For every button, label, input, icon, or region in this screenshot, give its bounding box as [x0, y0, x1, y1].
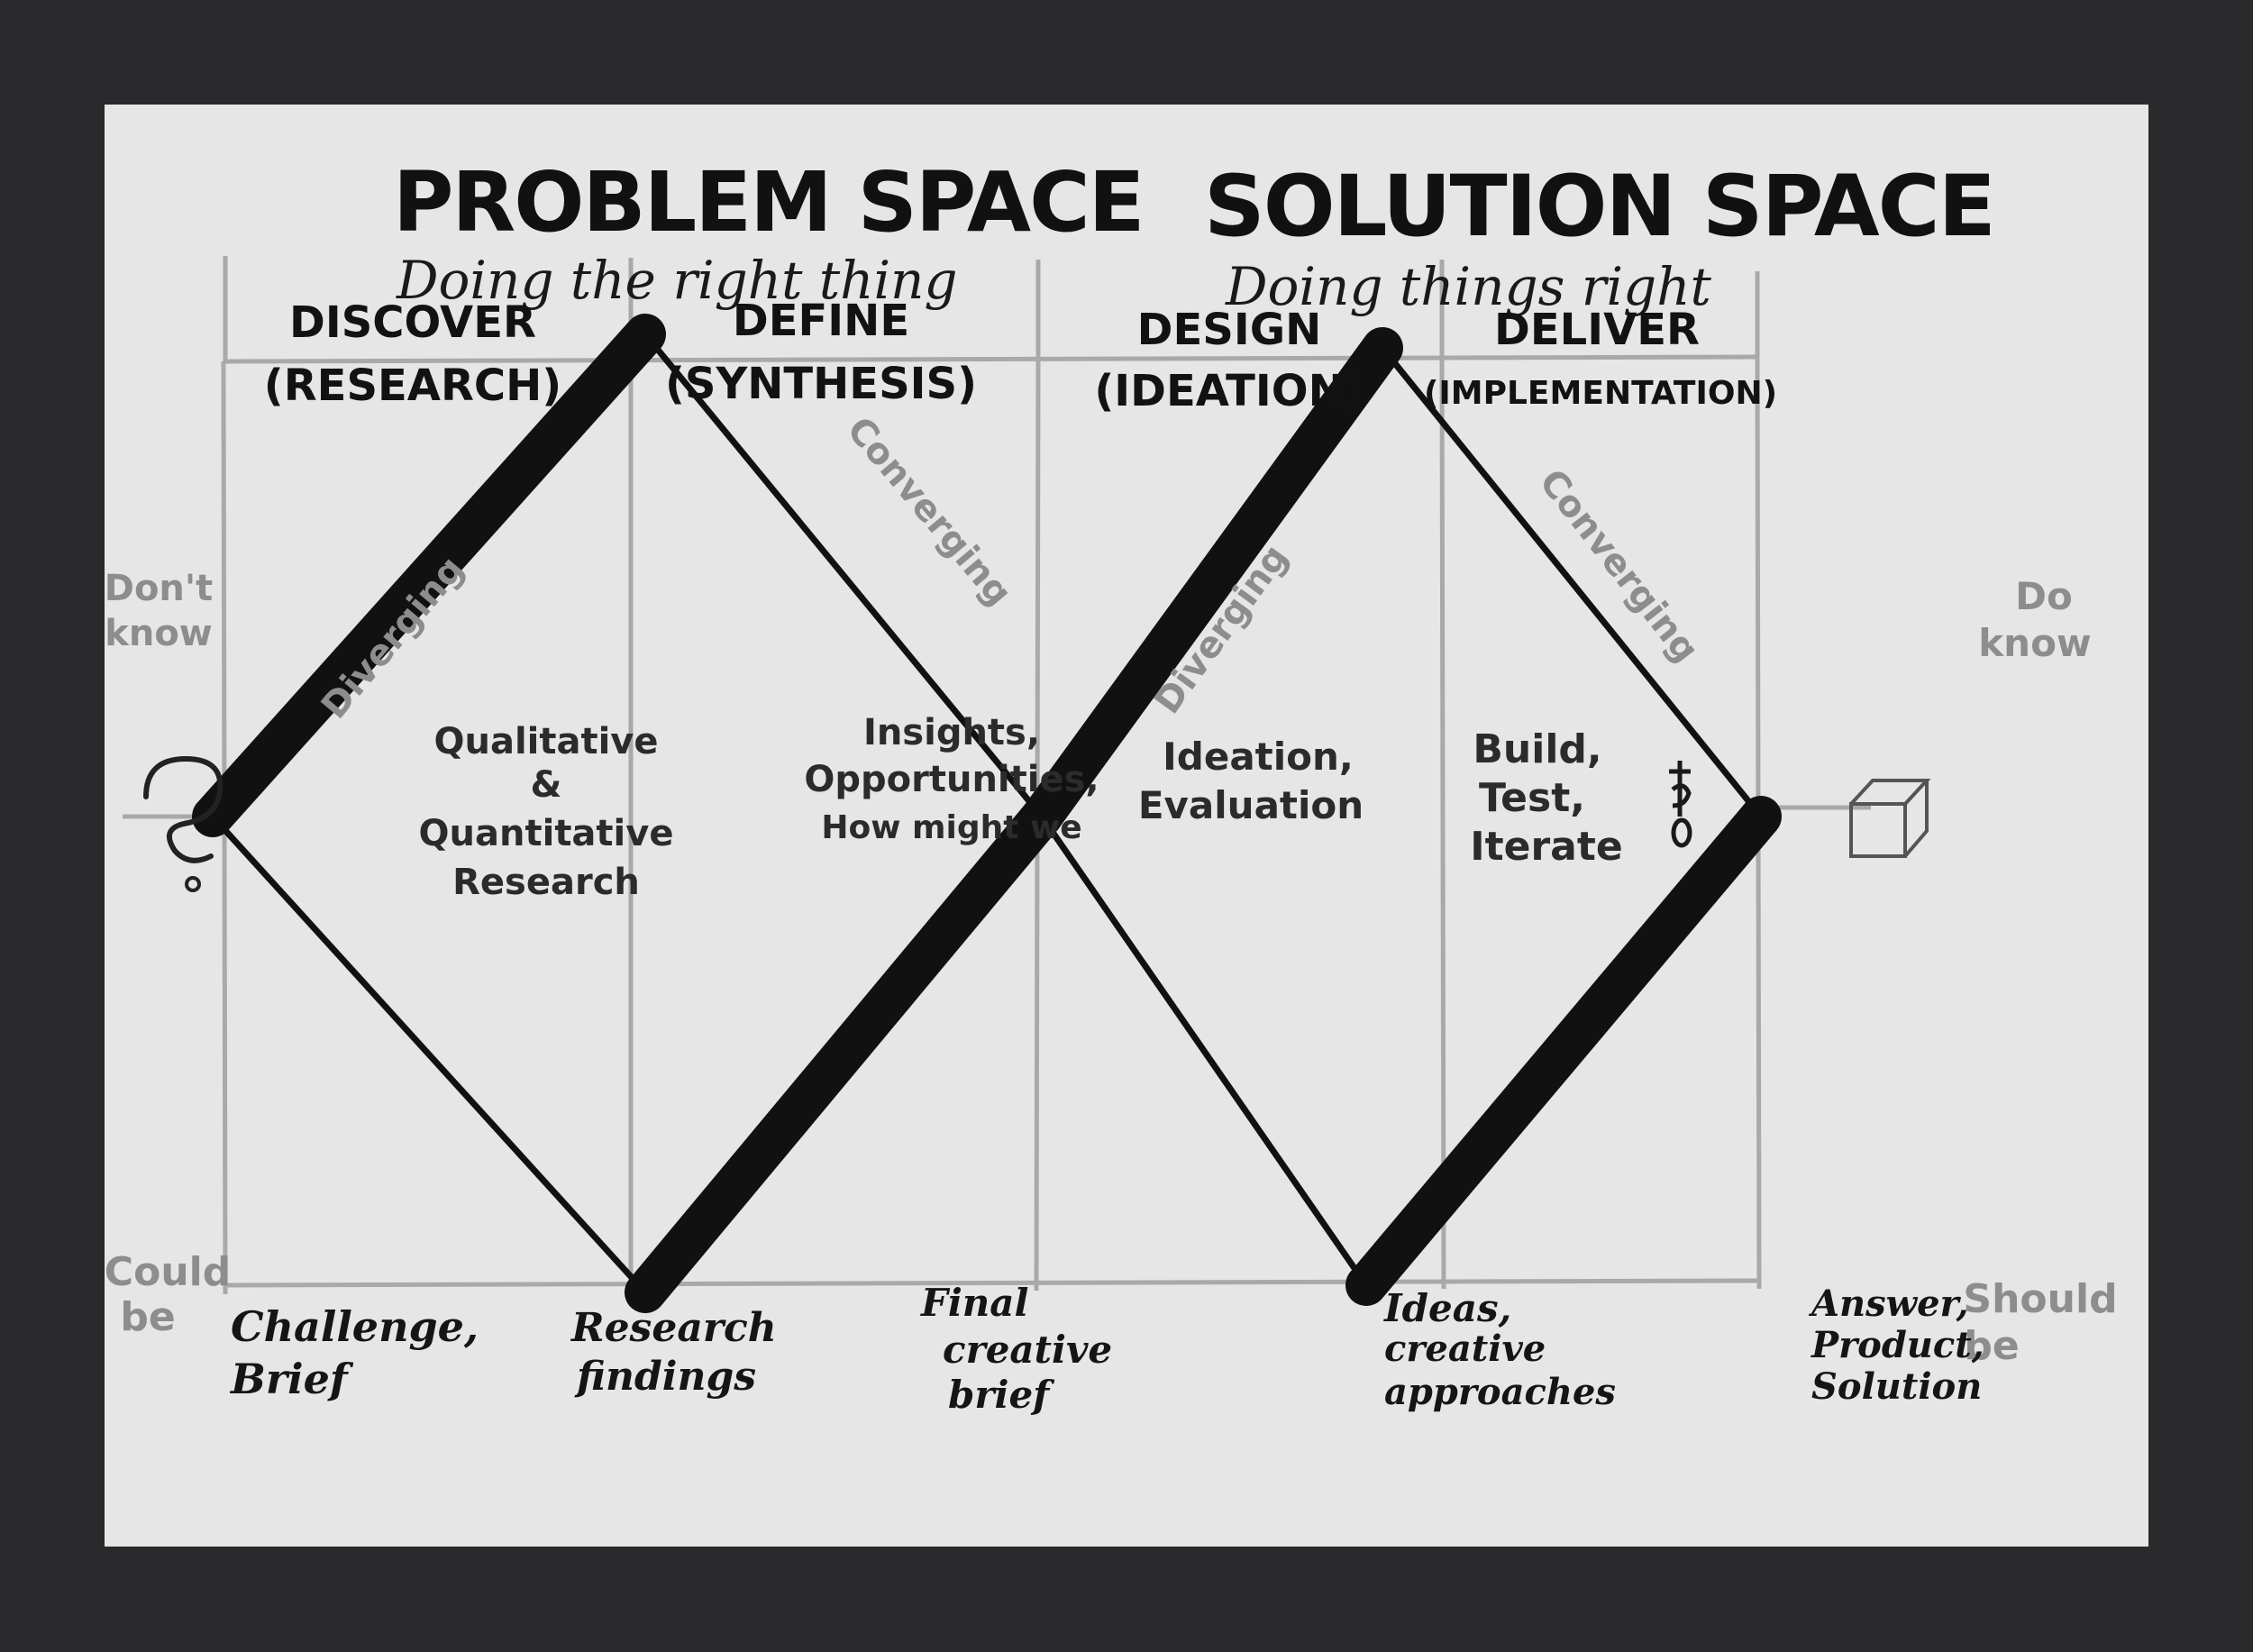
bottom-label-5-line-2: Product,: [1811, 1324, 1984, 1366]
diamond-2-diverging-edge: [1021, 327, 1403, 837]
should-be-line-1: Should: [1963, 1276, 2117, 1322]
deliver-line-1: Build,: [1473, 726, 1601, 772]
phase-design-name: DESIGN: [1137, 305, 1322, 355]
diverging-label-1: Diverging: [314, 549, 472, 727]
bottom-label-2: Research findings: [570, 1305, 777, 1400]
deliver-line-3: Iterate: [1470, 824, 1623, 870]
diamond-1-diverging-edge: [192, 314, 666, 837]
iteration-icon: [1669, 761, 1692, 848]
design-inner-text: Ideation, Evaluation: [1138, 735, 1364, 827]
define-line-1: Insights,: [863, 712, 1040, 753]
phase-define-name: DEFINE: [733, 296, 909, 346]
define-line-2: Opportunities,: [804, 759, 1099, 800]
diamond-1-lower-right-edge: [625, 796, 1063, 1313]
phase-deliver-name: DELIVER: [1494, 305, 1700, 355]
grid-bottom-line: [223, 1278, 1760, 1288]
bottom-label-4: Ideas, creative approaches: [1383, 1286, 1616, 1413]
discover-line-4: Research: [452, 862, 640, 903]
question-mark-icon: [143, 755, 223, 892]
converging-label-1: Converging: [839, 409, 1020, 614]
bottom-label-5: Answer, Product, Solution: [1808, 1282, 1984, 1408]
bottom-label-4-line-3: approaches: [1384, 1371, 1616, 1413]
double-diamond-diagram: PROBLEM SPACE Doing the right thing SOLU…: [105, 154, 2118, 1417]
do-know-line-2: know: [1978, 621, 2092, 665]
phase-define-sub: (SYNTHESIS): [665, 359, 977, 409]
solution-space-subtitle: Doing things right: [1225, 256, 1712, 317]
dont-know-line-2: know: [105, 613, 213, 654]
design-line-1: Ideation,: [1163, 735, 1354, 779]
bottom-label-3: Final creative brief: [920, 1281, 1112, 1417]
define-inner-text: Insights, Opportunities, How might we: [804, 712, 1099, 846]
phase-design-sub: (IDEATION): [1094, 366, 1364, 416]
bottom-label-5-line-3: Solution: [1811, 1365, 1982, 1408]
grid-col-4: [1439, 356, 1446, 1290]
bottom-label-3-line-1: Final: [920, 1281, 1028, 1325]
paper-sheet: PROBLEM SPACE Doing the right thing SOLU…: [105, 105, 2148, 1547]
diamond-2-lower-left-edge: [1038, 813, 1370, 1289]
grid-top-line: [223, 354, 1760, 364]
define-line-3: How might we: [821, 809, 1081, 846]
bottom-label-2-line-1: Research: [570, 1305, 777, 1351]
dont-know-line-1: Don't: [105, 568, 213, 609]
diamond-1-converging-edge: [642, 331, 1045, 820]
bottom-label-2-line-2: findings: [574, 1354, 756, 1400]
diamond-1: [192, 314, 1063, 1313]
solution-space-title: SOLUTION SPACE: [1204, 158, 1994, 256]
diamond-2-lower-right-edge: [1345, 796, 1782, 1306]
discover-inner-text: Qualitative & Quantitative Research: [419, 721, 674, 903]
could-be-line-1: Could: [105, 1249, 231, 1295]
design-line-2: Evaluation: [1138, 783, 1364, 827]
bottom-label-1-line-2: Brief: [229, 1355, 354, 1403]
do-know-line-1: Do: [2015, 574, 2073, 618]
bottom-label-1: Challenge, Brief: [229, 1302, 479, 1403]
diamond-1-lower-left-edge: [209, 813, 649, 1296]
discover-line-3: Quantitative: [419, 813, 674, 854]
problem-space-title: PROBLEM SPACE: [393, 154, 1143, 251]
diamond-2: [1021, 327, 1782, 1306]
bottom-label-3-line-2: creative: [943, 1328, 1112, 1372]
should-be-line-2: be: [1964, 1323, 2019, 1369]
bottom-label-4-line-2: creative: [1384, 1328, 1546, 1370]
discover-line-1: Qualitative: [433, 721, 658, 762]
bottom-label-4-line-1: Ideas,: [1383, 1286, 1511, 1330]
problem-space-subtitle: Doing the right thing: [396, 250, 958, 311]
could-be-line-2: be: [120, 1294, 175, 1340]
deliver-inner-text: Build, Test, Iterate: [1470, 726, 1623, 870]
bottom-label-5-line-1: Answer,: [1808, 1282, 1969, 1325]
deliver-line-2: Test,: [1479, 775, 1585, 821]
phase-discover-name: DISCOVER: [289, 297, 536, 348]
bottom-label-1-line-1: Challenge,: [231, 1302, 479, 1351]
discover-line-2: &: [531, 764, 562, 806]
box-icon: [1849, 779, 1931, 858]
diamond-2-converging-edge: [1379, 344, 1765, 820]
bottom-label-3-line-3: brief: [948, 1373, 1055, 1417]
phase-deliver-sub: (IMPLEMENTATION): [1424, 375, 1777, 412]
phase-discover-sub: (RESEARCH): [264, 361, 562, 411]
